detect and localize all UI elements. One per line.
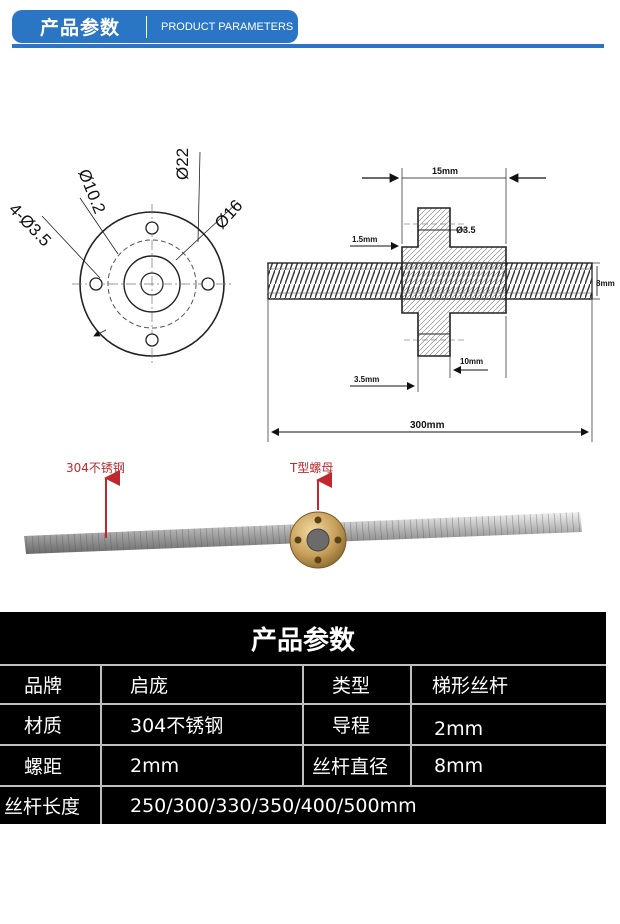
table-value: 8mm xyxy=(434,754,484,777)
technical-drawing: Ø10.2 Ø22 Ø16 4-Ø3.5 xyxy=(5,148,615,442)
dim-holes: 4-Ø3.5 xyxy=(5,200,55,251)
dim-8mm: 8mm xyxy=(596,279,615,288)
table-value: 启庞 xyxy=(130,675,169,697)
rod-label: 304不锈钢 xyxy=(66,461,125,475)
dim-3-5mm: 3.5mm xyxy=(354,375,379,384)
dim-phi3-5: Ø3.5 xyxy=(456,225,476,235)
table-key: 材质 xyxy=(24,715,63,737)
table-value: 250/300/330/350/400/500mm xyxy=(130,794,417,817)
table-rule xyxy=(100,664,102,824)
table-value: 2mm xyxy=(434,717,484,740)
screw-side-view xyxy=(267,168,600,442)
header-title-cn: 产品参数 xyxy=(40,17,121,39)
table-key: 螺距 xyxy=(24,756,63,778)
header-underline xyxy=(12,44,604,48)
dim-10mm: 10mm xyxy=(460,357,483,366)
table-title: 产品参数 xyxy=(250,625,355,656)
dim-300mm: 300mm xyxy=(410,420,445,431)
table-rule xyxy=(302,664,304,785)
table-value: 梯形丝杆 xyxy=(432,675,509,697)
dim-phi10-2: Ø10.2 xyxy=(74,166,109,216)
table-key: 导程 xyxy=(332,715,371,737)
nut-label: T型螺母 xyxy=(289,461,333,475)
dim-1-5mm: 1.5mm xyxy=(352,235,377,244)
table-key: 品牌 xyxy=(24,675,63,697)
table-key: 丝杆长度 xyxy=(4,796,81,818)
dim-phi22: Ø22 xyxy=(173,148,192,180)
header-banner: 产品参数 PRODUCT PARAMETERS xyxy=(12,10,298,43)
dim-15mm: 15mm xyxy=(432,166,458,176)
header-title-en: PRODUCT PARAMETERS xyxy=(161,20,294,33)
header-separator xyxy=(146,15,148,38)
table-value: 304不锈钢 xyxy=(130,715,224,737)
table-rule xyxy=(410,664,412,785)
table-value: 2mm xyxy=(130,754,180,777)
table-key: 类型 xyxy=(332,675,371,697)
table-key: 丝杆直径 xyxy=(312,756,389,778)
parameter-table: 产品参数 品牌 启庞 类型 梯形丝杆 材质 304不锈钢 导程 2mm 螺距 2… xyxy=(0,612,606,824)
dim-phi16: Ø16 xyxy=(211,196,247,233)
table-rule xyxy=(0,785,606,787)
product-photo: 304不锈钢 T型螺母 xyxy=(24,461,582,569)
brass-nut xyxy=(289,511,347,569)
flange-front-view xyxy=(41,151,239,364)
